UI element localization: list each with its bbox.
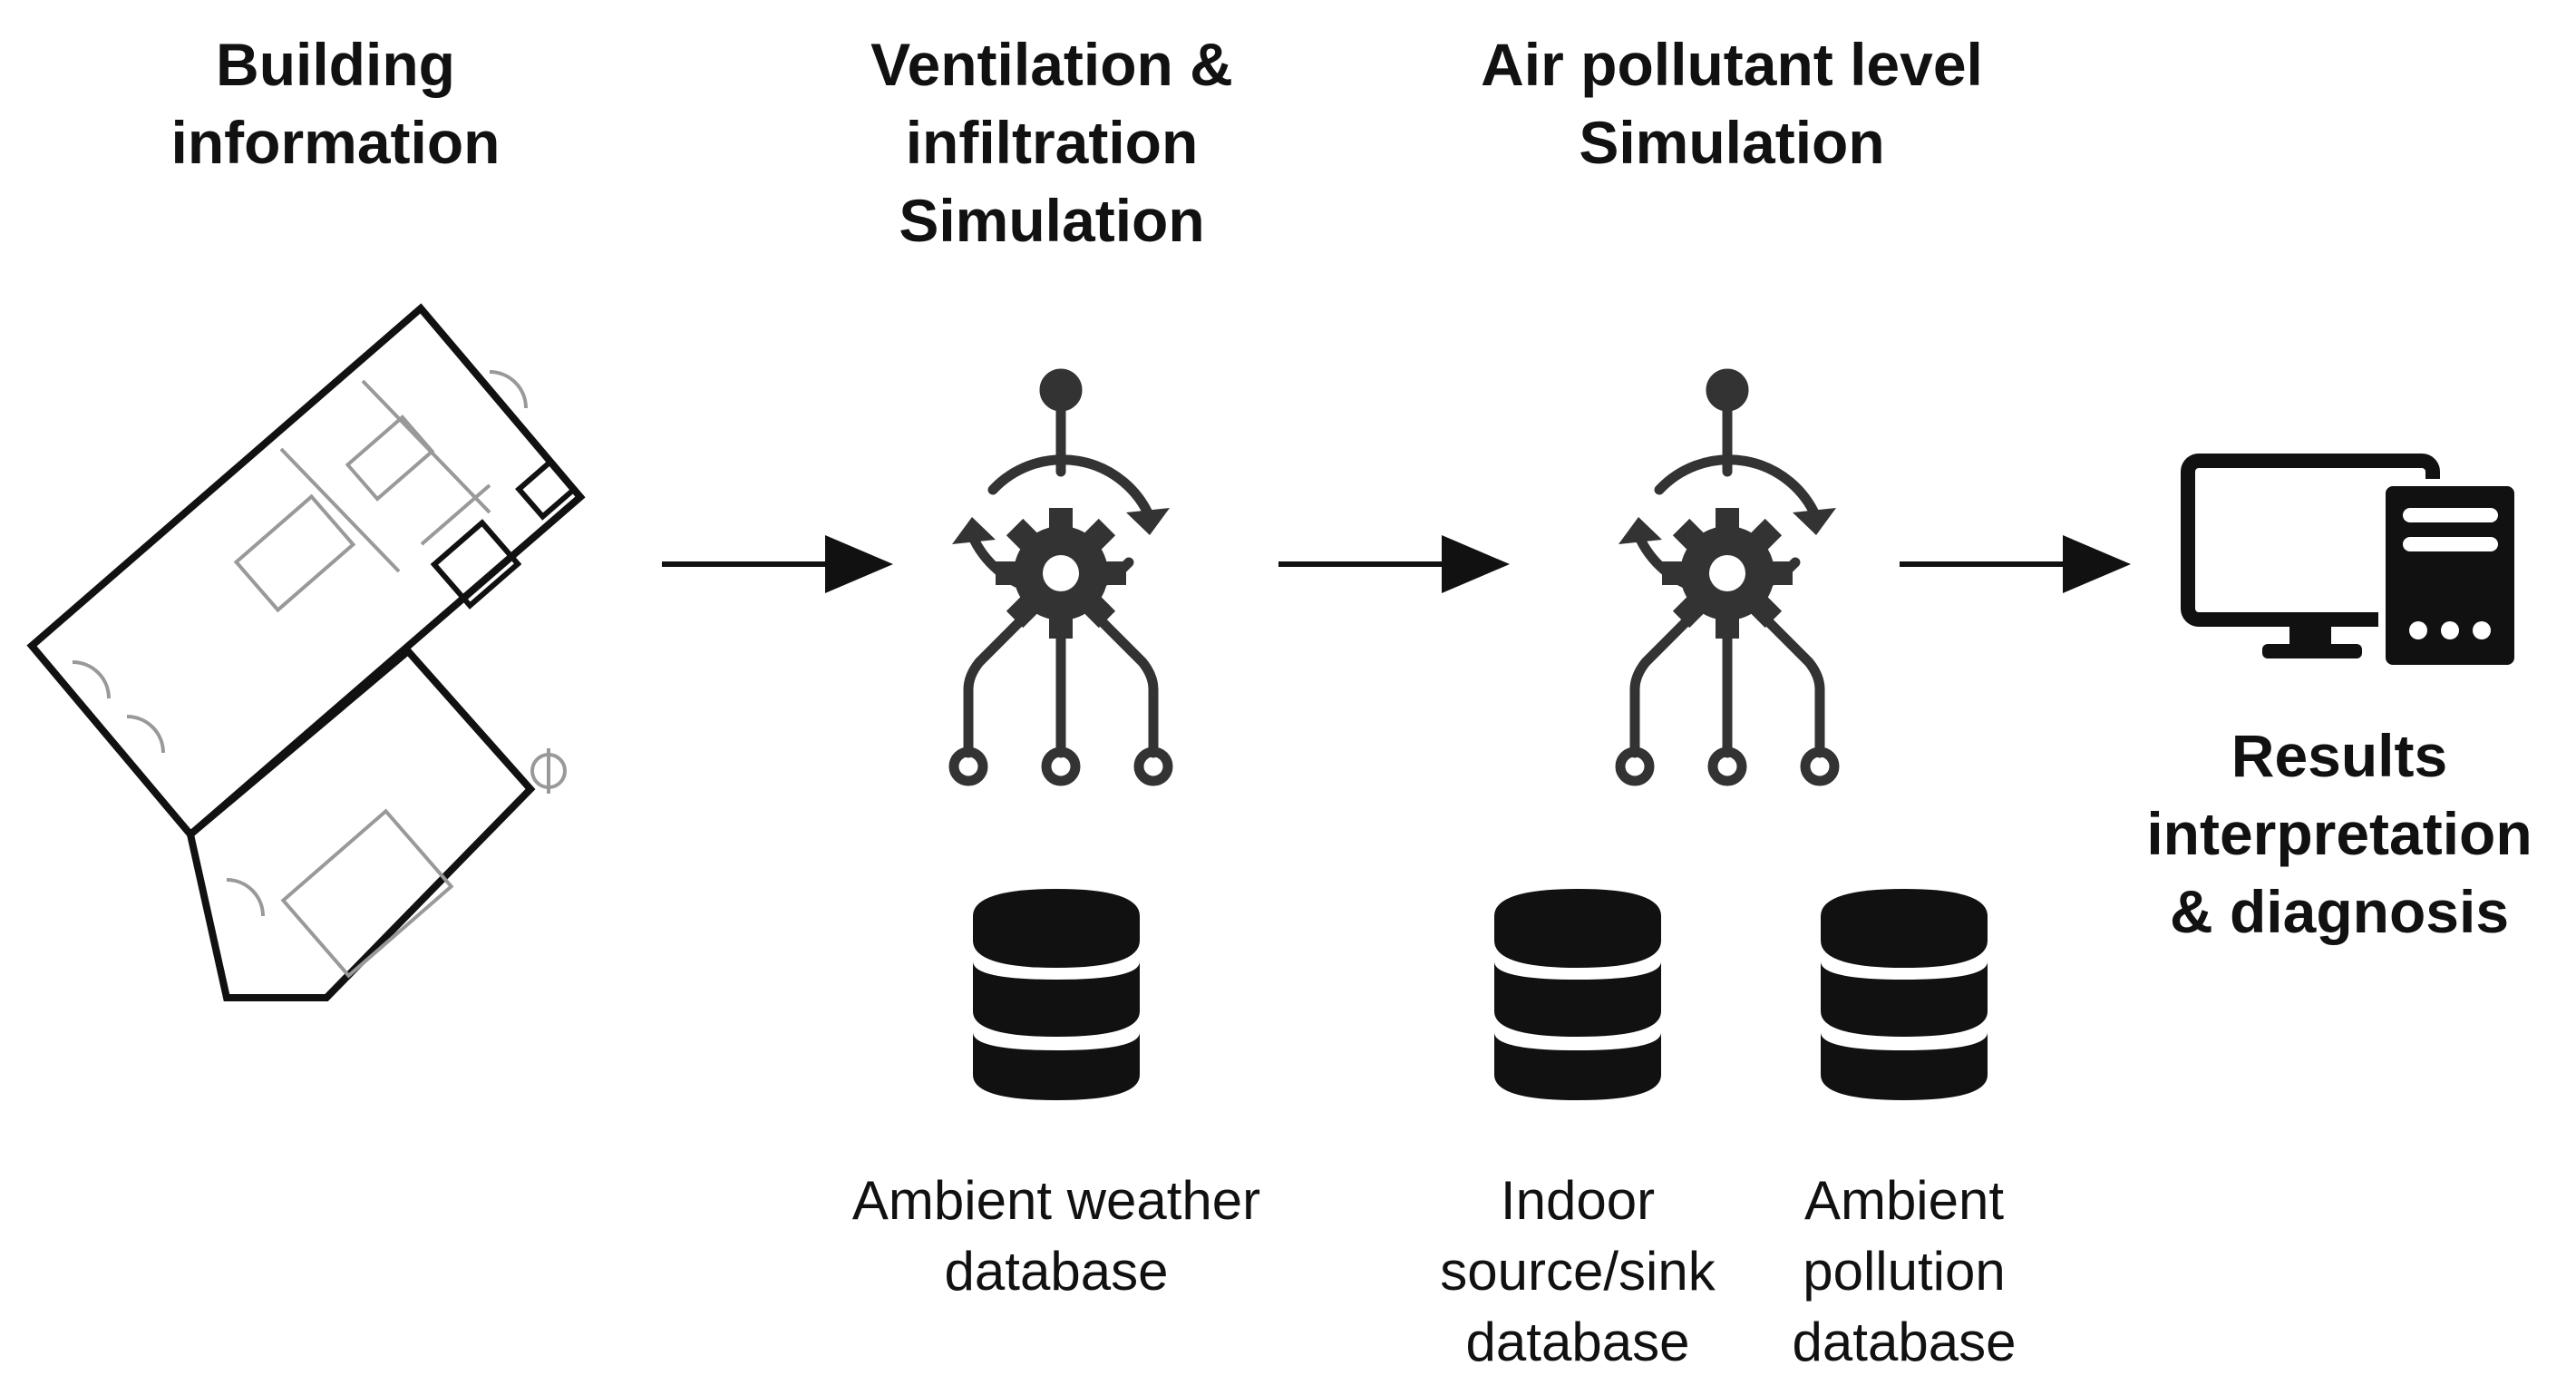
title-line: Building bbox=[216, 31, 455, 98]
caption-line: pollution bbox=[1803, 1241, 2006, 1302]
caption-line: database bbox=[1792, 1312, 2017, 1372]
gear-process-icon bbox=[948, 368, 1173, 786]
title-line: information bbox=[170, 109, 501, 176]
caption-line: database bbox=[944, 1241, 1169, 1302]
title-line: Simulation bbox=[1579, 109, 1885, 176]
title-results-interpretation: Results interpretation & diagnosis bbox=[2113, 717, 2566, 951]
caption-ambient-pollution-database: Ambient pollution database bbox=[1750, 1166, 2058, 1378]
computer-icon bbox=[2181, 454, 2522, 672]
database-icon bbox=[1821, 889, 1988, 1100]
caption-line: Indoor bbox=[1500, 1170, 1656, 1231]
title-pollutant-simulation: Air pollutant level Simulation bbox=[1414, 25, 2049, 181]
title-line: Results bbox=[2231, 722, 2448, 789]
title-ventilation-simulation: Ventilation & infiltration Simulation bbox=[816, 25, 1288, 259]
caption-line: Ambient weather bbox=[851, 1170, 1261, 1231]
title-line: Simulation bbox=[899, 187, 1205, 254]
caption-line: Ambient bbox=[1803, 1170, 2005, 1231]
caption-line: source/sink bbox=[1440, 1241, 1716, 1302]
gear-process-icon bbox=[1615, 368, 1840, 786]
title-line: & diagnosis bbox=[2169, 878, 2510, 945]
title-building-information: Building information bbox=[163, 25, 508, 181]
caption-ambient-weather-database: Ambient weather database bbox=[816, 1166, 1297, 1307]
arrow-right-icon bbox=[1278, 535, 1510, 593]
database-icon bbox=[973, 889, 1140, 1100]
floor-plan-icon bbox=[26, 303, 586, 1001]
title-line: Air pollutant level bbox=[1481, 31, 1983, 98]
caption-indoor-source-sink-database: Indoor source/sink database bbox=[1396, 1166, 1759, 1378]
database-icon bbox=[1494, 889, 1661, 1100]
title-line: infiltration bbox=[905, 109, 1199, 176]
caption-line: database bbox=[1465, 1312, 1690, 1372]
title-line: Ventilation & bbox=[870, 31, 1233, 98]
arrow-right-icon bbox=[662, 535, 893, 593]
arrow-right-icon bbox=[1900, 535, 2131, 593]
title-line: interpretation bbox=[2146, 800, 2532, 867]
